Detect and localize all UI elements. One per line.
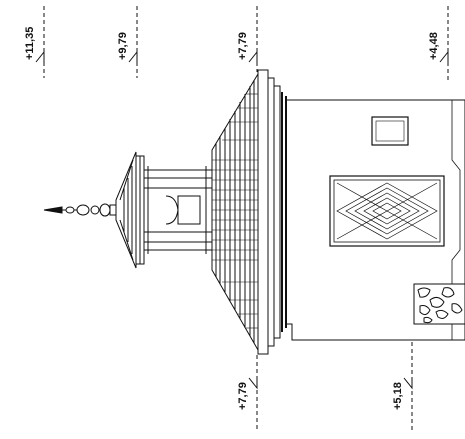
level-marker-top-2 — [128, 6, 138, 78]
level-label-top-2: +9,79 — [117, 32, 129, 60]
level-marker-top-4 — [439, 6, 449, 80]
main-roof — [211, 72, 259, 352]
level-label-top-1: +11,35 — [24, 27, 36, 60]
lantern — [144, 166, 212, 254]
stone-base — [413, 283, 465, 325]
level-marker-bottom-2 — [403, 342, 413, 432]
level-label-top-3: +7,79 — [237, 32, 249, 60]
cornice — [257, 69, 287, 355]
roof-shingles — [212, 93, 258, 329]
level-label-top-4: +4,48 — [428, 32, 440, 60]
decorative-panel — [329, 175, 445, 247]
small-window — [371, 116, 409, 146]
level-marker-top-3 — [248, 6, 258, 72]
spire — [43, 203, 117, 217]
level-label-bottom-2: +5,18 — [392, 382, 404, 410]
diamond-pattern — [336, 182, 438, 240]
level-marker-bottom-1 — [248, 355, 258, 432]
cupola-roof — [115, 151, 145, 269]
level-label-bottom-1: +7,79 — [237, 382, 249, 410]
wall — [286, 99, 465, 341]
level-marker-top-1 — [35, 6, 45, 78]
